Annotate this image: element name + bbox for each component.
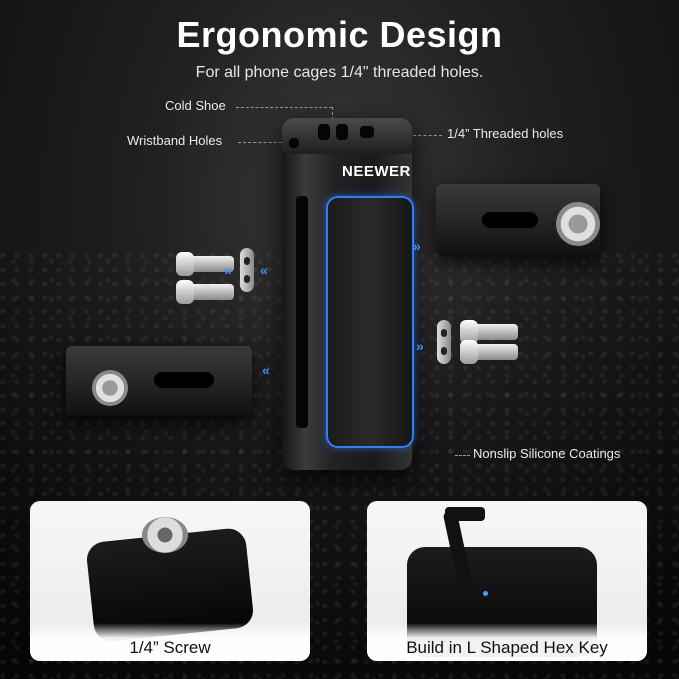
cold-shoe-slot <box>318 124 330 140</box>
thumb-screw-knob <box>92 370 128 406</box>
callout-threaded-holes: 1/4” Threaded holes <box>447 126 564 141</box>
threaded-hole <box>360 126 374 138</box>
leader-threaded <box>382 135 442 136</box>
bracket-slot <box>154 372 214 388</box>
detail-panel-screw: 1/4” Screw <box>30 501 310 661</box>
left-mount-bracket <box>66 346 252 416</box>
arrow-right-icon: » <box>416 338 424 354</box>
screw-icon <box>176 280 234 304</box>
cold-shoe-slot-2 <box>336 124 348 140</box>
page-title: Ergonomic Design <box>176 14 503 55</box>
washer-plate <box>437 320 451 364</box>
arrow-left-icon: « <box>224 262 232 278</box>
arrow-left-icon: « <box>260 262 268 278</box>
detail-panel-hex-key: Build in L Shaped Hex Key <box>367 501 647 661</box>
callout-wristband-holes: Wristband Holes <box>127 133 223 148</box>
caption-hex-key: Build in L Shaped Hex Key <box>367 623 647 661</box>
caption-screw: 1/4” Screw <box>30 623 310 661</box>
washer-plate <box>240 248 254 292</box>
screw-icon <box>460 340 518 364</box>
marker-hex-key <box>483 591 488 596</box>
arrow-left-icon: « <box>262 362 270 378</box>
page-subtitle: For all phone cages 1/4" threaded holes. <box>195 64 484 81</box>
leader-cold-shoe-drop <box>332 107 333 125</box>
thumb-screw-knob <box>556 202 600 246</box>
leader-silicone <box>455 455 470 456</box>
callout-silicone: Nonslip Silicone Coatings <box>473 446 621 461</box>
leader-wristband <box>238 142 292 143</box>
quarter-inch-screw <box>142 517 188 553</box>
screw-icon <box>460 320 518 344</box>
silicone-coating <box>326 196 414 448</box>
leader-cold-shoe <box>236 107 332 108</box>
brand-logo: NEEWER <box>342 163 411 180</box>
screw-icon <box>176 252 234 276</box>
handle-side-slot <box>296 196 308 428</box>
wristband-hole <box>289 138 299 148</box>
callout-cold-shoe: Cold Shoe <box>165 98 226 113</box>
hex-key-short-arm <box>445 507 485 521</box>
bracket-slot <box>482 212 538 228</box>
arrow-right-icon: » <box>413 238 421 254</box>
